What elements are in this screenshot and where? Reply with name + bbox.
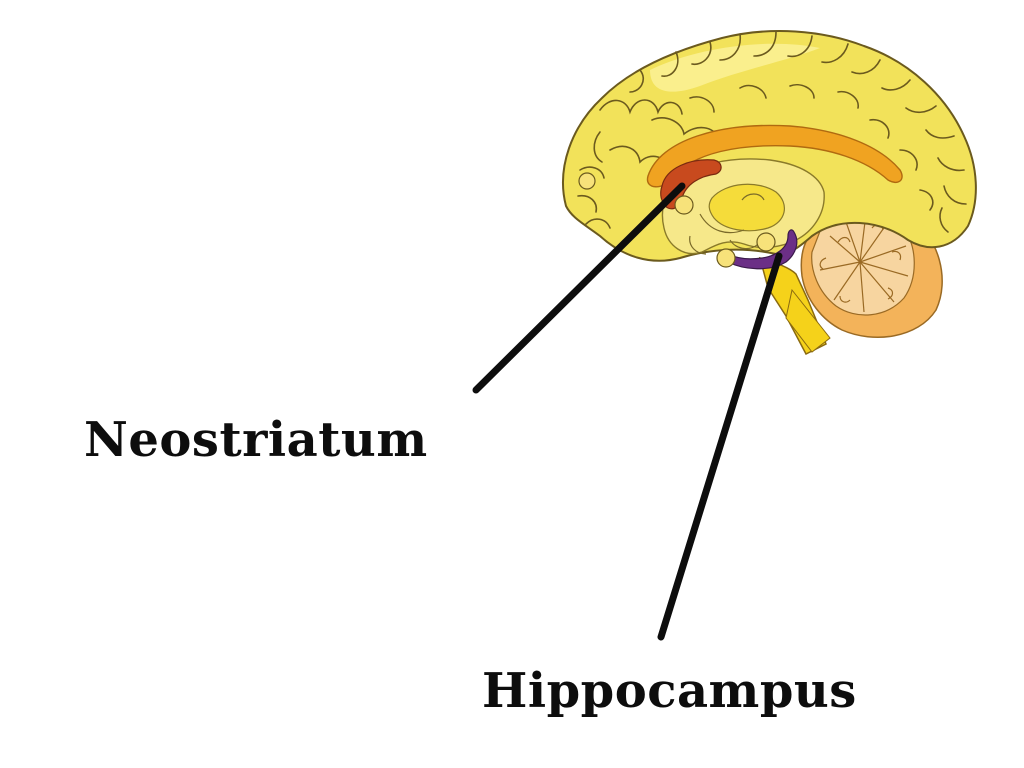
cortex-gyri: [577, 31, 967, 233]
brainstem-lower: [785, 288, 831, 353]
inner-structures: [689, 193, 765, 255]
neostriatum-leader-line: [472, 182, 686, 394]
cerebrum-highlight: [650, 43, 820, 92]
hippocampus-label: Hippocampus: [482, 663, 857, 719]
hippocampus-leader-line: [657, 252, 783, 641]
nucleus-2: [674, 195, 694, 215]
cerebellum-folia: [819, 213, 909, 313]
nucleus-4: [756, 232, 776, 252]
nuclei: [578, 172, 776, 268]
thalamus: [708, 183, 785, 232]
nucleus-3: [716, 248, 736, 268]
nucleus-1: [578, 172, 596, 190]
neostriatum-label: Neostriatum: [84, 412, 428, 468]
